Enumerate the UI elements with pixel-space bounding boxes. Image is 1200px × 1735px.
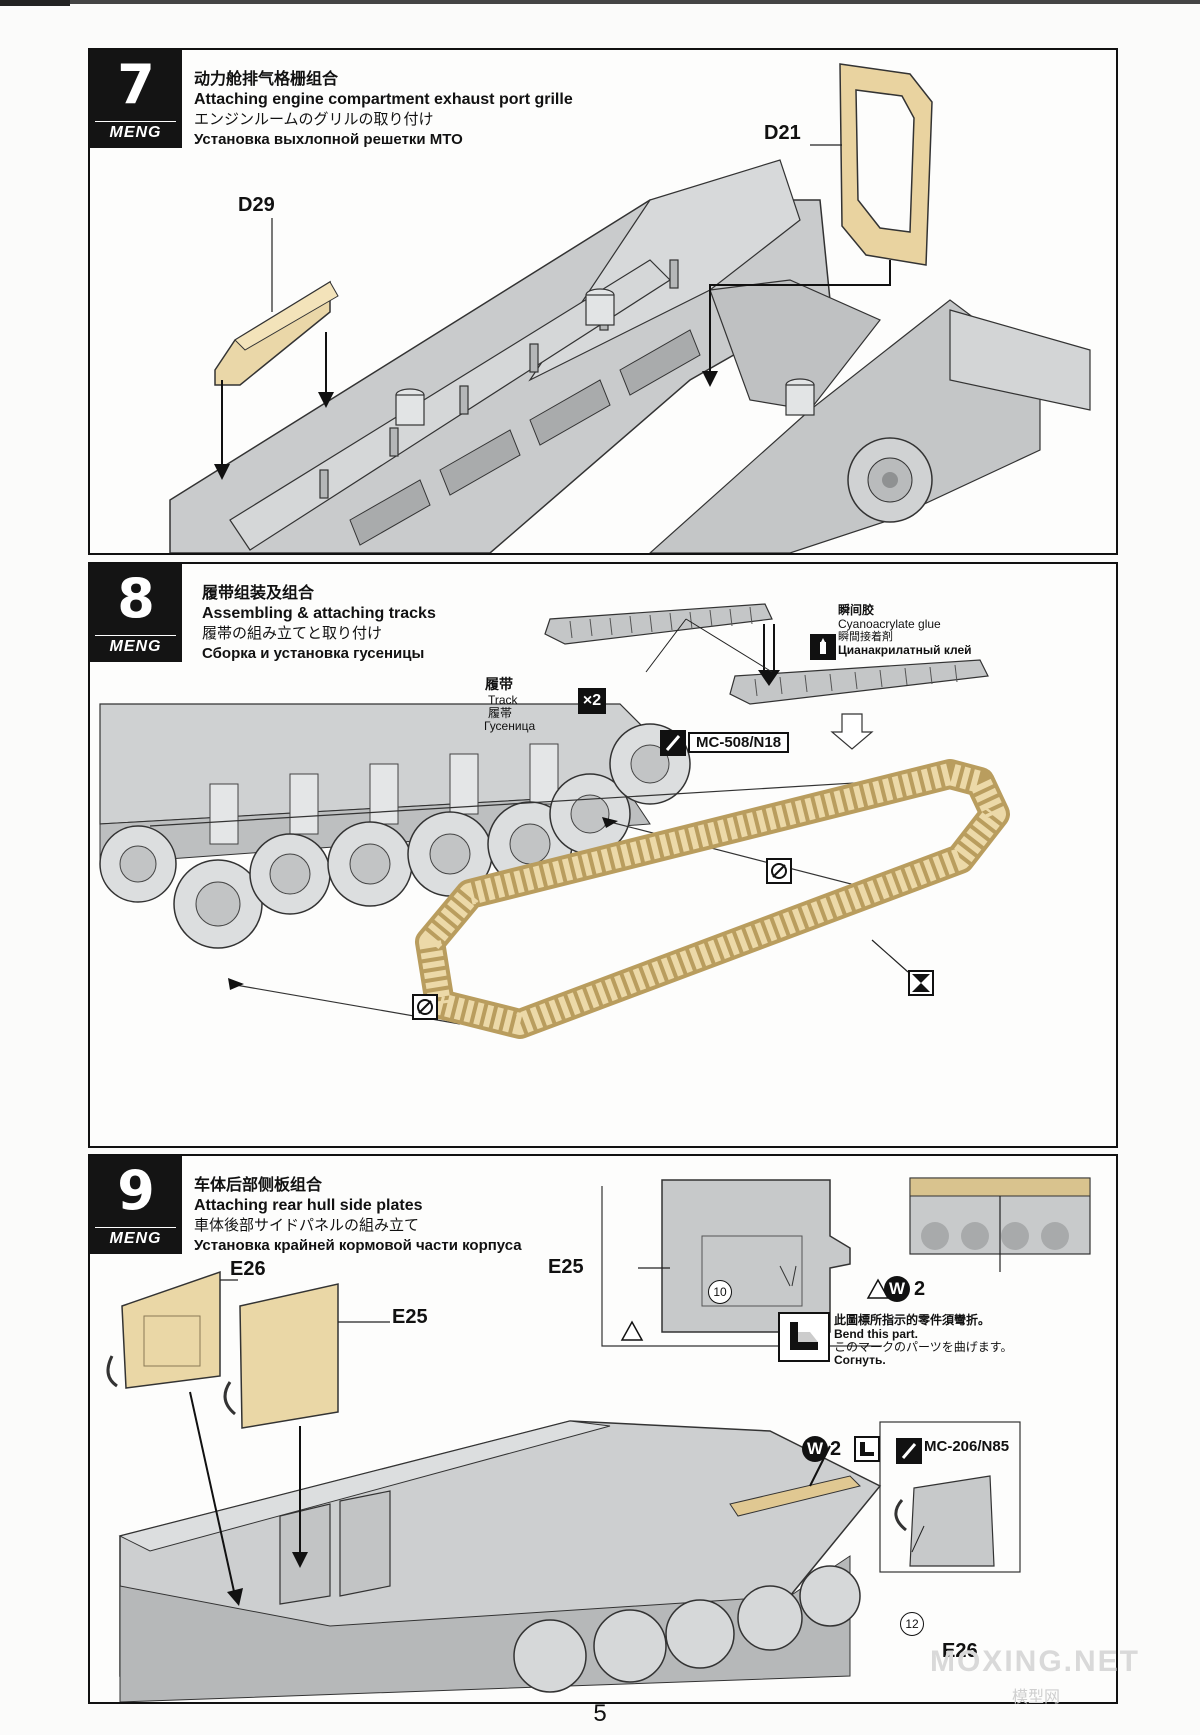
part-label-e26: E26 bbox=[230, 1258, 266, 1280]
title-cn: 履带组装及组合 bbox=[202, 585, 315, 602]
page-corner-mark bbox=[0, 0, 70, 6]
part-label-d21: D21 bbox=[764, 122, 801, 144]
step-8-badge: 8 MENG bbox=[90, 564, 182, 662]
w2-count: 2 bbox=[914, 1278, 926, 1300]
paint-code-label: MC-206/N85 bbox=[924, 1438, 1010, 1455]
step-7-panel: 7 MENG 动力舱排气格栅组合 Attaching engine compar… bbox=[88, 48, 1118, 555]
track-label-jp: 履帯 bbox=[488, 706, 513, 720]
page-number: 5 bbox=[593, 1700, 607, 1727]
detail-label-e26: E26 bbox=[942, 1640, 978, 1662]
bend-icon-small bbox=[854, 1436, 880, 1462]
watermark: MOXING.NET bbox=[929, 1645, 1140, 1678]
track-label-cn: 履带 bbox=[485, 676, 513, 692]
title-en: Assembling & attaching tracks bbox=[202, 605, 436, 622]
step-7-badge: 7 MENG bbox=[90, 50, 182, 148]
callout-12: 12 bbox=[900, 1612, 924, 1636]
paint-brush-icon bbox=[896, 1438, 922, 1464]
title-ru: Установка выхлопной решетки МТО bbox=[194, 131, 463, 148]
step-number: 7 bbox=[117, 53, 155, 116]
paint-brush-icon bbox=[660, 730, 686, 756]
glue-label-en: Cyanoacrylate glue bbox=[838, 617, 941, 631]
step-7-titles: 动力舱排气格栅组合 Attaching engine compartment e… bbox=[194, 70, 573, 150]
page-top-rule bbox=[0, 0, 1200, 4]
callout-10: 10 bbox=[708, 1280, 732, 1304]
brand-logo: MENG bbox=[95, 635, 176, 656]
title-en: Attaching rear hull side plates bbox=[194, 1197, 423, 1214]
part-label-d29: D29 bbox=[238, 194, 275, 216]
no-glue-icon bbox=[412, 994, 438, 1020]
bend-icon bbox=[778, 1312, 830, 1362]
w2-count-2: 2 bbox=[830, 1438, 842, 1460]
glue-label-ru: Цианакрилатный клей bbox=[838, 643, 972, 657]
step-9-panel: 9 MENG 车体后部侧板组合 Attaching rear hull side… bbox=[88, 1154, 1118, 1704]
track-quantity-badge: ×2 bbox=[578, 688, 606, 714]
watermark-sub: 模型网 bbox=[1011, 1689, 1060, 1706]
glue-bottle-icon bbox=[810, 634, 836, 660]
bend-label-en: Bend this part. bbox=[834, 1327, 919, 1341]
glue-label-cn: 瞬间胶 bbox=[838, 603, 875, 617]
glue-point-icon bbox=[908, 970, 934, 996]
brand-logo: MENG bbox=[95, 121, 176, 142]
title-cn: 动力舱排气格栅组合 bbox=[194, 71, 339, 88]
step-8-panel: 8 MENG 履带组装及组合 Assembling & attaching tr… bbox=[88, 562, 1118, 1148]
step-9-badge: 9 MENG bbox=[90, 1156, 182, 1254]
w-tool-icon: W bbox=[802, 1436, 828, 1462]
step-7-hull-illustration bbox=[169, 63, 1091, 553]
brand-logo: MENG bbox=[95, 1227, 176, 1248]
track-label-en: Track bbox=[488, 693, 518, 707]
no-glue-icon bbox=[766, 858, 792, 884]
paint-code-label: MC-508/N18 bbox=[688, 732, 790, 753]
step-9-illustration bbox=[106, 1177, 1091, 1702]
title-jp: 履帯の組み立てと取り付け bbox=[202, 625, 383, 642]
bend-label-ru: Согнуть. bbox=[834, 1353, 886, 1367]
step-9-titles: 车体后部侧板组合 Attaching rear hull side plates… bbox=[194, 1176, 522, 1256]
part-label-e25: E25 bbox=[392, 1306, 428, 1328]
glue-label-jp: 瞬間接着剤 bbox=[838, 631, 893, 643]
title-ru: Установка крайней кормовой части корпуса bbox=[194, 1237, 522, 1254]
track-label-ru: Гусеница bbox=[484, 719, 536, 733]
track-segment-lower bbox=[729, 659, 989, 705]
step-8-titles: 履带组装及组合 Assembling & attaching tracks 履帯… bbox=[202, 584, 436, 664]
step-number: 8 bbox=[117, 567, 155, 630]
w-tool-icon: W bbox=[884, 1276, 910, 1302]
detail-label-e25: E25 bbox=[548, 1256, 584, 1278]
title-cn: 车体后部侧板组合 bbox=[194, 1177, 323, 1194]
title-ru: Сборка и установка гусеницы bbox=[202, 645, 425, 662]
title-jp: エンジンルームのグリルの取り付け bbox=[194, 111, 434, 128]
title-jp: 車体後部サイドパネルの組み立て bbox=[194, 1217, 420, 1234]
title-en: Attaching engine compartment exhaust por… bbox=[194, 91, 573, 108]
bend-label-jp: このマークのパーツを曲げます。 bbox=[834, 1340, 1013, 1354]
track-segment-upper bbox=[544, 603, 773, 645]
step-number: 9 bbox=[117, 1159, 155, 1222]
step-8-track-illustration bbox=[99, 603, 1010, 1039]
bend-label-cn: 此圖標所指示的零件須彎折。 bbox=[834, 1313, 991, 1327]
